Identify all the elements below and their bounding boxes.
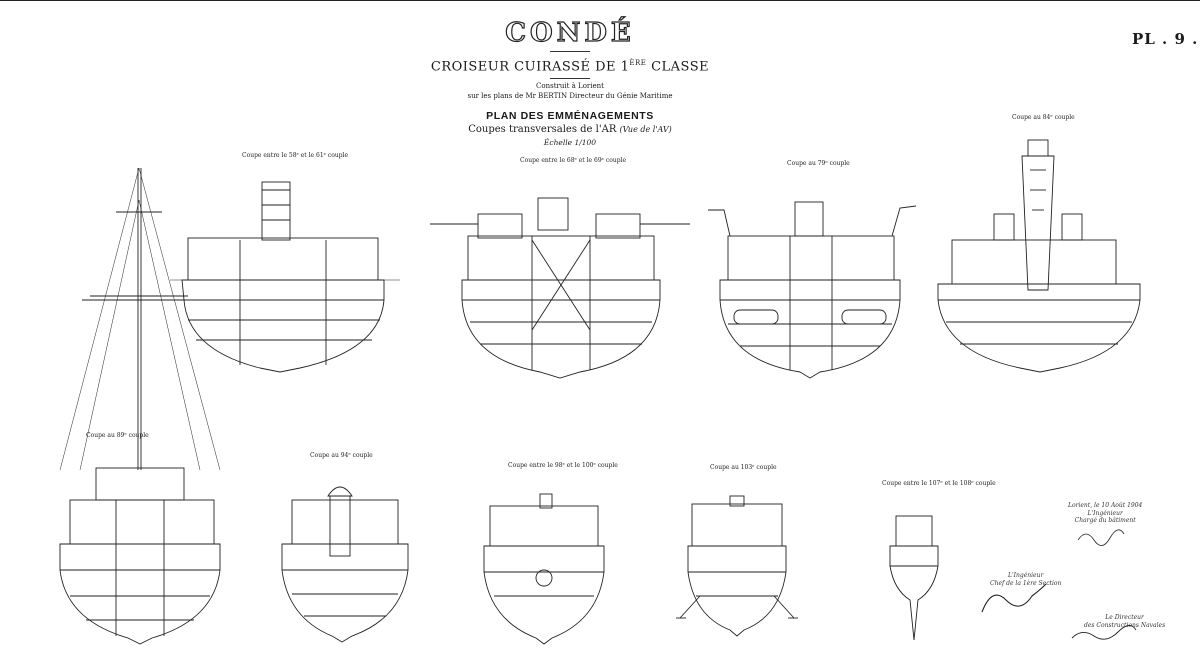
section-2-hull xyxy=(430,197,690,379)
section-caption-5: Coupe au 89ᵉ couple xyxy=(86,432,149,439)
top-border xyxy=(0,0,1200,1)
engineer-role: L'Ingénieur xyxy=(1087,509,1123,517)
scale-label: Échelle 1/100 xyxy=(543,138,597,148)
ship-class: CROISEUR CUIRASSÉ DE 1ÈRE CLASSE xyxy=(420,55,720,75)
director-title: des Constructions Navales xyxy=(1084,621,1166,629)
chief-title: Chef de la 1ère Section xyxy=(990,579,1062,587)
section-caption-9: Coupe entre le 107ᵉ et le 108ᵉ couple xyxy=(882,480,996,487)
ship-class-tail: CLASSE xyxy=(651,59,710,75)
designer-line: sur les plans de Mr BERTIN Directeur du … xyxy=(467,92,673,101)
section-caption-8: Coupe au 103ᵉ couple xyxy=(710,464,777,471)
plan-subtitle-paren: (Vue de l'AV) xyxy=(619,125,672,135)
director-signature xyxy=(1071,625,1137,640)
section-caption-3: Coupe au 79ᵉ couple xyxy=(787,160,850,167)
section-caption-2: Coupe entre le 68ᵉ et le 69ᵉ couple xyxy=(520,157,627,164)
engineer-title: Chargé du bâtiment xyxy=(1074,517,1136,524)
ship-class-sup: ÈRE xyxy=(629,59,647,67)
ship-class-main: CROISEUR CUIRASSÉ DE 1 xyxy=(430,59,630,75)
built-line: Construit à Lorient xyxy=(536,82,604,91)
class-rule xyxy=(550,78,590,80)
director-signature-block: Le Directeur des Constructions Navales xyxy=(1084,614,1165,629)
chief-signature-block: L'Ingénieur Chef de la 1ère Section xyxy=(990,572,1061,587)
section-4-hull xyxy=(937,139,1141,373)
title-rule xyxy=(550,51,590,52)
section-8-hull xyxy=(676,495,798,637)
section-caption-4: Coupe au 84ᵉ couple xyxy=(1012,114,1075,121)
plan-subtitle-main: Coupes transversales de l'AR xyxy=(468,124,617,136)
section-caption-7: Coupe entre le 98ᵉ et le 100ᵉ couple xyxy=(508,462,618,469)
section-7-hull xyxy=(483,493,605,645)
section-6-hull xyxy=(281,486,409,643)
chief-role: L'Ingénieur xyxy=(1008,572,1044,579)
section-5-mast-and-hull xyxy=(59,167,221,645)
section-9-hull xyxy=(889,515,939,641)
chief-signature xyxy=(981,583,1047,613)
director-role: Le Directeur xyxy=(1105,614,1144,621)
plate-number: PL . 9 . xyxy=(1132,30,1199,48)
plan-subtitle: Coupes transversales de l'AR (Vue de l'A… xyxy=(420,124,720,135)
title-block: CONDÉ CROISEUR CUIRASSÉ DE 1ÈRE CLASSE C… xyxy=(420,17,720,148)
engineer-signature-block: Lorient, le 10 Août 1904 L'Ingénieur Cha… xyxy=(1068,502,1142,525)
place-date: Lorient, le 10 Août 1904 xyxy=(1068,502,1143,509)
plan-title: PLAN DES EMMÉNAGEMENTS xyxy=(486,110,654,123)
section-3-hull xyxy=(708,201,917,379)
section-caption-1: Coupe entre le 58ᵉ et le 61ᵉ couple xyxy=(242,152,349,159)
ship-name: CONDÉ xyxy=(505,17,635,48)
section-caption-6: Coupe au 94ᵉ couple xyxy=(310,452,373,459)
section-1-hull xyxy=(170,181,400,373)
engineer-signature xyxy=(1077,529,1125,546)
